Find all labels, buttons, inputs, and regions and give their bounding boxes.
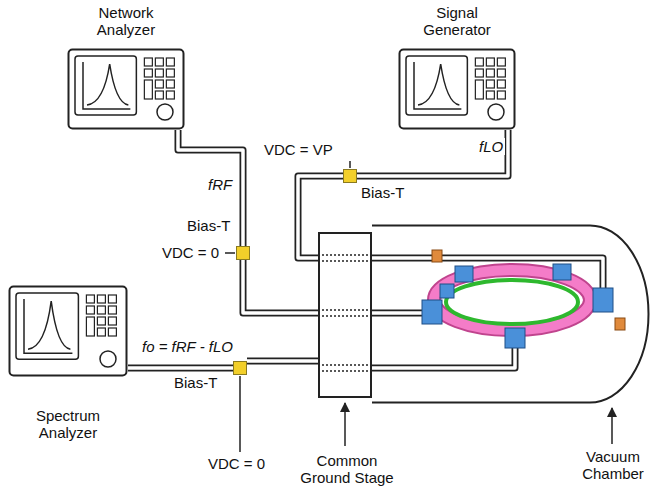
part-label: Spectrum Analyzer [26, 407, 110, 441]
leader-lines [225, 161, 612, 452]
bias-tee: Bias-T [236, 246, 250, 260]
instrument-drawing [398, 48, 516, 130]
coax-cable [243, 260, 318, 313]
vacuum-chamber: Vacuum Chamber [372, 224, 650, 404]
frequency-label: fLO [477, 138, 505, 155]
coax-cable [128, 368, 233, 369]
spectrum-analyzer: Spectrum Analyzer [8, 285, 128, 377]
frequency-label: fo = fRF - fLO [140, 338, 235, 355]
instrument-drawing [8, 285, 128, 377]
bias-tee: Bias-T [343, 169, 357, 183]
chamber-outline [372, 224, 650, 404]
frequency-label: fRF [206, 176, 234, 193]
signal-generator: Signal Generator [398, 48, 516, 130]
bias-voltage-label: VDC = 0 [160, 244, 221, 261]
ground-stage: Common Ground Stage [318, 232, 372, 398]
bias-voltage-label: VDC = 0 [206, 455, 267, 472]
bias-voltage-label: VDC = VP [262, 141, 335, 158]
component-label: Bias-T [174, 374, 217, 391]
part-label: Network Analyzer [86, 4, 166, 38]
coax-cable [247, 361, 318, 362]
network-analyzer: Network Analyzer [67, 48, 185, 130]
bias-tee: Bias-T [233, 361, 247, 375]
part-label: Signal Generator [417, 4, 497, 38]
coax-cable [357, 130, 508, 176]
component-label: Bias-T [361, 184, 404, 201]
part-label: Vacuum Chamber [575, 448, 651, 482]
feedthrough [318, 255, 372, 371]
ring-resonator [422, 250, 625, 348]
stage-fill [318, 232, 372, 398]
part-label: Common Ground Stage [297, 452, 397, 486]
coax-cable [178, 130, 243, 246]
instrument-drawing [67, 48, 185, 130]
chamber-cables [372, 258, 603, 368]
component-label: Bias-T [187, 217, 230, 234]
coax-cable [298, 176, 343, 258]
